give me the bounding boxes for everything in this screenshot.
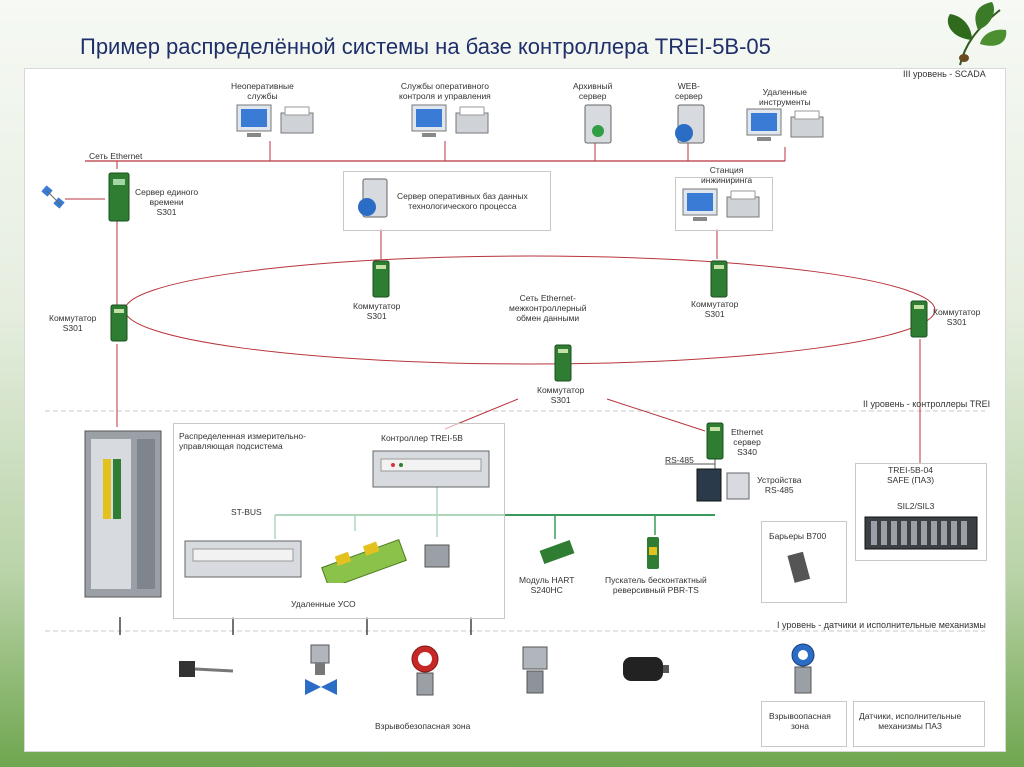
rs485-device-icon bbox=[696, 468, 750, 502]
level-scada-label: III уровень - SCADA bbox=[903, 69, 986, 79]
archive-server-icon bbox=[584, 104, 612, 144]
terminal-module-icon bbox=[424, 544, 450, 568]
time-server-icon bbox=[108, 172, 130, 222]
ex-transmitter-icon bbox=[791, 643, 815, 694]
workstation-icon bbox=[236, 104, 314, 137]
switch-left-label: Коммутатор S301 bbox=[49, 313, 97, 333]
workstation-icon bbox=[682, 188, 760, 221]
controller-icon bbox=[372, 450, 490, 488]
subsystem-label: Распределенная измерительно- управляющая… bbox=[179, 431, 306, 451]
hart-module-label: Модуль HART S240HC bbox=[519, 575, 575, 595]
controller-label: Контроллер TREI-5B bbox=[381, 433, 463, 443]
ethernet-server-icon bbox=[706, 422, 724, 460]
remote-clients-label: Удаленные инструменты bbox=[759, 87, 811, 107]
switch-mid-left-label: Коммутатор S301 bbox=[353, 301, 401, 321]
level-sensors-label: I уровень - датчики и исполнительные мех… bbox=[777, 620, 986, 630]
safe-controller-icon bbox=[864, 516, 978, 550]
time-server-label: Сервер единого времени S301 bbox=[135, 187, 199, 217]
ex-safe-zone-label: Взрывобезопасная зона bbox=[375, 721, 471, 731]
architecture-diagram: III уровень - SCADA II уровень - контрол… bbox=[24, 68, 1006, 752]
flow-transmitter-icon bbox=[522, 646, 548, 694]
switch-icon bbox=[910, 300, 928, 338]
rs485-label: RS-485 bbox=[665, 455, 694, 465]
eng-station-label: Станция инжиниринга bbox=[701, 165, 753, 185]
workstation-icon bbox=[746, 108, 824, 141]
op-services-label: Службы оперативного контроля и управлени… bbox=[399, 81, 491, 101]
workstation-icon bbox=[411, 104, 489, 137]
stbus-label: ST-BUS bbox=[231, 507, 262, 517]
ethernet-bus-label: Сеть Ethernet bbox=[89, 151, 143, 161]
archive-server-label: Архивный сервер bbox=[573, 81, 613, 101]
rs485-devices-label: Устройства RS-485 bbox=[757, 475, 802, 495]
nonop-services-label: Неоперативные службы bbox=[231, 81, 294, 101]
paz-sensors-box bbox=[853, 701, 985, 747]
barriers-label: Барьеры B700 bbox=[769, 531, 827, 541]
switch-icon bbox=[710, 260, 728, 298]
cabinet-icon bbox=[84, 430, 162, 598]
pressure-transmitter-icon bbox=[411, 645, 439, 696]
switch-icon bbox=[554, 344, 572, 382]
web-server-icon bbox=[675, 104, 705, 144]
hart-module-icon bbox=[539, 539, 575, 565]
ring-network-label: Сеть Ethernet- межконтроллерный обмен да… bbox=[509, 293, 587, 323]
valve-icon bbox=[305, 644, 337, 695]
starter-icon bbox=[647, 537, 659, 569]
paz-sensors-label: Датчики, исполнительные механизмы ПАЗ bbox=[859, 711, 962, 731]
oak-leaf-logo bbox=[947, 2, 1007, 66]
switch-icon bbox=[372, 260, 390, 298]
ex-zone-label: Взрывоопасная зона bbox=[769, 711, 831, 731]
switch-bottom-label: Коммутатор S301 bbox=[537, 385, 585, 405]
temperature-sensor-icon bbox=[179, 661, 234, 677]
safe-controller-label: TREI-5B-04 SAFE (ПАЗ) bbox=[887, 465, 935, 485]
db-server-icon bbox=[358, 178, 388, 218]
level-controllers-label: II уровень - контроллеры TREI bbox=[863, 399, 991, 409]
switch-mid-right-label: Коммутатор S301 bbox=[691, 299, 739, 319]
motor-icon bbox=[623, 657, 669, 681]
gps-antenna-icon bbox=[41, 185, 65, 209]
dinrail-modules-icon bbox=[321, 538, 407, 583]
starter-label: Пускатель бесконтактный реверсивный PBR-… bbox=[605, 575, 707, 595]
web-server-label: WEB- сервер bbox=[675, 81, 703, 101]
io-module-icon bbox=[184, 540, 302, 578]
sil-label: SIL2/SIL3 bbox=[897, 501, 935, 511]
db-server-label: Сервер оперативных баз данных технологич… bbox=[397, 191, 528, 211]
barrier-icon bbox=[787, 551, 811, 583]
switch-right-label: Коммутатор S301 bbox=[933, 307, 981, 327]
ethernet-server-label: Ethernet сервер S340 bbox=[731, 427, 764, 457]
slide-title: Пример распределённой системы на базе ко… bbox=[80, 34, 771, 59]
ex-zone-box bbox=[761, 701, 847, 747]
switch-icon bbox=[110, 304, 128, 342]
remote-uso-label: Удаленные УСО bbox=[291, 599, 356, 609]
